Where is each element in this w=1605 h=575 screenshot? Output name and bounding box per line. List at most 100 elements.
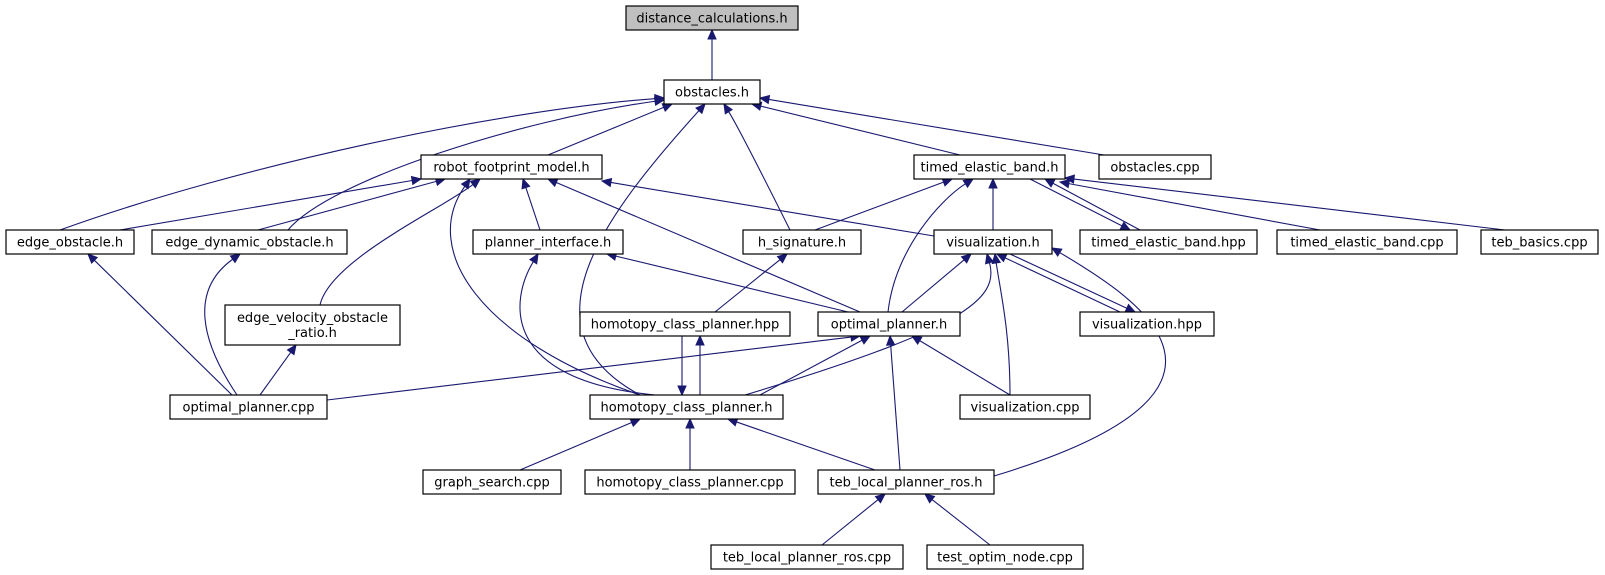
edge-homotopy-class-planner-h-to-homotopy-class-planner-hpp <box>695 334 705 395</box>
edge-arrowhead <box>910 335 923 345</box>
edge-line <box>579 110 700 396</box>
edge-line <box>319 184 474 306</box>
node-label: homotopy_class_planner.hpp <box>591 318 779 333</box>
node-visualization-cpp[interactable]: visualization.cpp <box>959 394 1091 420</box>
node-optimal-planner-h[interactable]: optimal_planner.h <box>817 311 961 337</box>
edge-line <box>449 186 641 396</box>
edge-line <box>1009 253 1128 309</box>
node-box[interactable] <box>926 544 1084 570</box>
edge-line <box>519 261 656 396</box>
edge-teb-basics-cpp-to-timed-elastic-band-h <box>1063 174 1506 231</box>
node-label: teb_local_planner_ros.h <box>830 476 983 491</box>
edge-arrowhead <box>695 334 705 346</box>
edge-timed-elastic-band-h-to-timed-elastic-band-hpp <box>1029 178 1132 231</box>
node-timed-elastic-band-h[interactable]: timed_elastic_band.h <box>913 154 1066 180</box>
edge-arrowhead <box>991 252 1002 265</box>
edge-timed-elastic-band-h-to-obstacles-h <box>750 101 961 156</box>
node-box[interactable] <box>579 311 791 337</box>
edge-arrowhead <box>707 28 717 40</box>
edge-optimal-planner-h-to-robot-footprint-model-h <box>546 178 861 313</box>
edge-line <box>519 422 632 471</box>
node-teb-local-planner-ros-h[interactable]: teb_local_planner_ros.h <box>817 469 995 495</box>
edge-line <box>821 499 879 546</box>
node-label: timed_elastic_band.hpp <box>1091 236 1245 251</box>
node-box[interactable] <box>1098 154 1212 180</box>
edge-teb-local-planner-ros-h-to-optimal-planner-h <box>885 334 901 471</box>
node-label: visualization.hpp <box>1092 318 1202 333</box>
node-timed-elastic-band-hpp[interactable]: timed_elastic_band.hpp <box>1079 229 1258 255</box>
edge-visualization-cpp-to-visualization-h <box>991 252 1011 396</box>
node-box[interactable] <box>584 469 796 495</box>
edge-visualization-h-to-timed-elastic-band-h <box>988 177 998 230</box>
node-distance-calculations-h[interactable]: distance_calculations.h <box>625 5 799 31</box>
node-timed-elastic-band-cpp[interactable]: timed_elastic_band.cpp <box>1276 229 1458 255</box>
node-box[interactable] <box>663 79 761 105</box>
node-box[interactable] <box>1480 229 1599 255</box>
node-box[interactable] <box>224 304 401 346</box>
node-optimal-planner-cpp[interactable]: optimal_planner.cpp <box>169 394 328 420</box>
node-box[interactable] <box>422 469 562 495</box>
edge-timed-elastic-band-cpp-to-timed-elastic-band-h <box>1058 179 1321 231</box>
node-robot-footprint-model-h[interactable]: robot_footprint_model.h <box>420 154 603 180</box>
node-label: obstacles.h <box>675 86 749 101</box>
node-box[interactable] <box>710 544 904 570</box>
node-test-optim-node-cpp[interactable]: test_optim_node.cpp <box>926 544 1084 570</box>
edge-line <box>119 179 413 231</box>
edge-teb-local-planner-ros-cpp-to-teb-local-planner-ros-h <box>821 493 886 546</box>
node-box[interactable] <box>933 229 1053 255</box>
edge-planner-interface-h-to-robot-footprint-model-h <box>521 177 541 231</box>
node-box[interactable] <box>817 311 961 337</box>
node-visualization-hpp[interactable]: visualization.hpp <box>1079 311 1215 337</box>
node-edge-dynamic-obstacle-h[interactable]: edge_dynamic_obstacle.h <box>151 229 348 255</box>
edge-line <box>993 252 1167 477</box>
node-box[interactable] <box>817 469 995 495</box>
edge-arrowhead <box>924 493 936 504</box>
node-box[interactable] <box>913 154 1066 180</box>
edge-line <box>1073 178 1506 231</box>
node-box[interactable] <box>420 154 603 180</box>
node-box[interactable] <box>1079 311 1215 337</box>
node-box[interactable] <box>742 229 862 255</box>
edge-line <box>995 262 1011 396</box>
edge-visualization-h-to-visualization-hpp <box>1009 253 1137 313</box>
edge-homotopy-class-planner-hpp-to-h-signature-h <box>714 253 788 313</box>
node-box[interactable] <box>169 394 328 420</box>
node-teb-local-planner-ros-cpp[interactable]: teb_local_planner_ros.cpp <box>710 544 904 570</box>
edge-line <box>919 340 1011 396</box>
node-planner-interface-h[interactable]: planner_interface.h <box>472 229 624 255</box>
node-homotopy-class-planner-h[interactable]: homotopy_class_planner.h <box>589 394 784 420</box>
node-box[interactable] <box>1079 229 1258 255</box>
node-homotopy-class-planner-cpp[interactable]: homotopy_class_planner.cpp <box>584 469 796 495</box>
node-edge-velocity-obstacle-ratio-h[interactable]: edge_velocity_obstacle_ratio.h <box>224 304 401 346</box>
node-obstacles-cpp[interactable]: obstacles.cpp <box>1098 154 1212 180</box>
node-graph-search-cpp[interactable]: graph_search.cpp <box>422 469 562 495</box>
node-teb-basics-cpp[interactable]: teb_basics.cpp <box>1480 229 1599 255</box>
node-box[interactable] <box>625 5 799 31</box>
node-box[interactable] <box>959 394 1091 420</box>
edge-arrowhead <box>695 103 706 115</box>
node-visualization-h[interactable]: visualization.h <box>933 229 1053 255</box>
edge-arrowhead <box>685 417 695 429</box>
node-label: timed_elastic_band.cpp <box>1290 236 1443 251</box>
node-label: robot_footprint_model.h <box>433 161 589 176</box>
edge-line <box>714 259 781 313</box>
edge-obstacles-cpp-to-obstacles-h <box>758 94 1105 156</box>
node-edge-obstacle-h[interactable]: edge_obstacle.h <box>5 229 135 255</box>
node-obstacles-h[interactable]: obstacles.h <box>663 79 761 105</box>
edge-line <box>1068 183 1321 231</box>
node-box[interactable] <box>472 229 624 255</box>
node-box[interactable] <box>1276 229 1458 255</box>
edge-homotopy-class-planner-hpp-to-homotopy-class-planner-h <box>677 336 687 397</box>
edge-line <box>525 187 541 231</box>
node-box[interactable] <box>151 229 348 255</box>
node-h-signature-h[interactable]: h_signature.h <box>742 229 862 255</box>
node-label: _ratio.h <box>287 326 337 341</box>
edge-line <box>931 499 991 546</box>
node-homotopy-class-planner-hpp[interactable]: homotopy_class_planner.hpp <box>579 311 791 337</box>
edge-graph-search-cpp-to-homotopy-class-planner-h <box>519 418 642 471</box>
node-box[interactable] <box>589 394 784 420</box>
node-box[interactable] <box>5 229 135 255</box>
node-label: timed_elastic_band.h <box>921 161 1059 176</box>
edge-arrowhead <box>859 335 872 345</box>
edge-line <box>615 255 849 313</box>
